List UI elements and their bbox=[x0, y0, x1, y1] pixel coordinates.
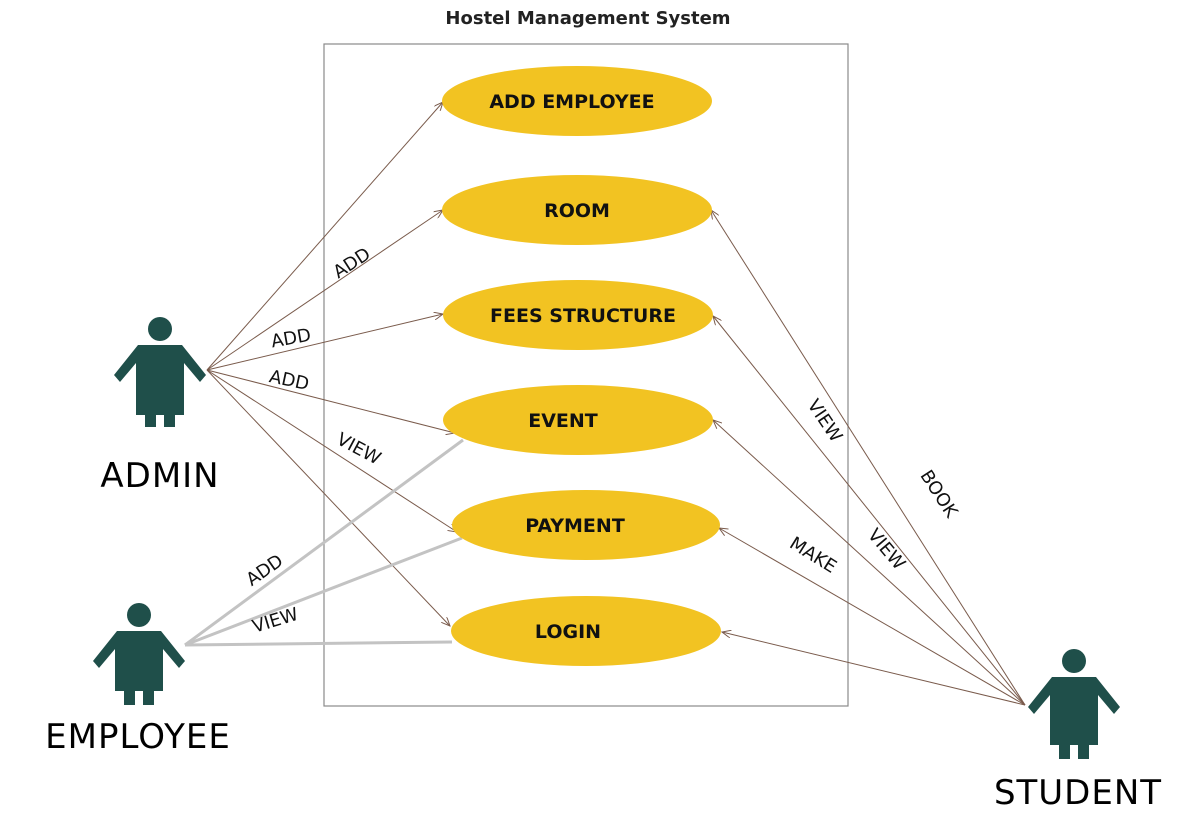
edge-label-admin-room: ADD bbox=[329, 244, 374, 283]
use-case-ellipse bbox=[442, 66, 712, 136]
use-case-label: ADD EMPLOYEE bbox=[489, 91, 654, 113]
use-case-label: PAYMENT bbox=[525, 515, 625, 537]
edge-admin-login bbox=[206, 369, 450, 626]
edge-employee-event bbox=[184, 438, 464, 647]
admin-edges bbox=[206, 102, 457, 626]
edge-student-login bbox=[722, 632, 1026, 706]
edge-label-admin-fees: ADD bbox=[270, 325, 313, 353]
use-case-login: LOGIN bbox=[451, 596, 721, 666]
use-case-ellipse bbox=[443, 385, 713, 455]
person-icon bbox=[1028, 649, 1120, 759]
use-case-label: ROOM bbox=[544, 200, 610, 222]
use-case-ellipse bbox=[451, 596, 721, 666]
person-icon bbox=[114, 317, 206, 427]
actor-student: STUDENT bbox=[994, 649, 1162, 813]
actor-employee: EMPLOYEE bbox=[45, 603, 231, 757]
edge-admin-fees bbox=[206, 314, 443, 371]
use-case-ellipse bbox=[443, 280, 713, 350]
edge-student-fees bbox=[713, 316, 1026, 706]
use-case-event: EVENT bbox=[443, 385, 713, 455]
edge-label-employee-payment: VIEW bbox=[250, 604, 301, 638]
use-case-ellipse bbox=[452, 490, 720, 560]
edge-label-admin-payment: VIEW bbox=[333, 429, 384, 470]
actor-label: ADMIN bbox=[100, 456, 219, 496]
edge-label-student-room: BOOK bbox=[916, 466, 963, 522]
edge-employee-payment bbox=[184, 536, 463, 647]
edge-student-room bbox=[711, 210, 1026, 706]
edge-student-event bbox=[713, 420, 1026, 706]
actor-label: STUDENT bbox=[994, 773, 1162, 813]
edge-label-admin-event: ADD bbox=[267, 366, 311, 395]
student-edges bbox=[711, 210, 1026, 706]
edge-admin-add-employee bbox=[206, 102, 443, 371]
actor-label: EMPLOYEE bbox=[45, 717, 231, 757]
actor-admin: ADMIN bbox=[100, 317, 219, 496]
edge-label-student-fees: VIEW bbox=[803, 396, 847, 447]
edge-student-payment bbox=[719, 528, 1026, 706]
use-case-fees-structure: FEES STRUCTURE bbox=[443, 280, 713, 350]
use-case-payment: PAYMENT bbox=[452, 490, 720, 560]
system-boundary bbox=[323, 43, 849, 707]
edge-label-student-event: VIEW bbox=[863, 525, 909, 574]
use-case-label: FEES STRUCTURE bbox=[490, 305, 676, 327]
use-case-add-employee: ADD EMPLOYEE bbox=[442, 66, 712, 136]
edge-admin-payment bbox=[206, 369, 457, 532]
edge-employee-login bbox=[184, 640, 453, 647]
edge-admin-event bbox=[206, 369, 455, 433]
diagram-title: Hostel Management System bbox=[445, 8, 730, 29]
use-case-label: LOGIN bbox=[535, 621, 601, 643]
edge-admin-room bbox=[206, 210, 443, 371]
use-case-label: EVENT bbox=[528, 410, 598, 432]
person-icon bbox=[93, 603, 185, 705]
use-case-room: ROOM bbox=[442, 175, 712, 245]
employee-edges bbox=[184, 438, 464, 647]
use-case-ellipse bbox=[442, 175, 712, 245]
